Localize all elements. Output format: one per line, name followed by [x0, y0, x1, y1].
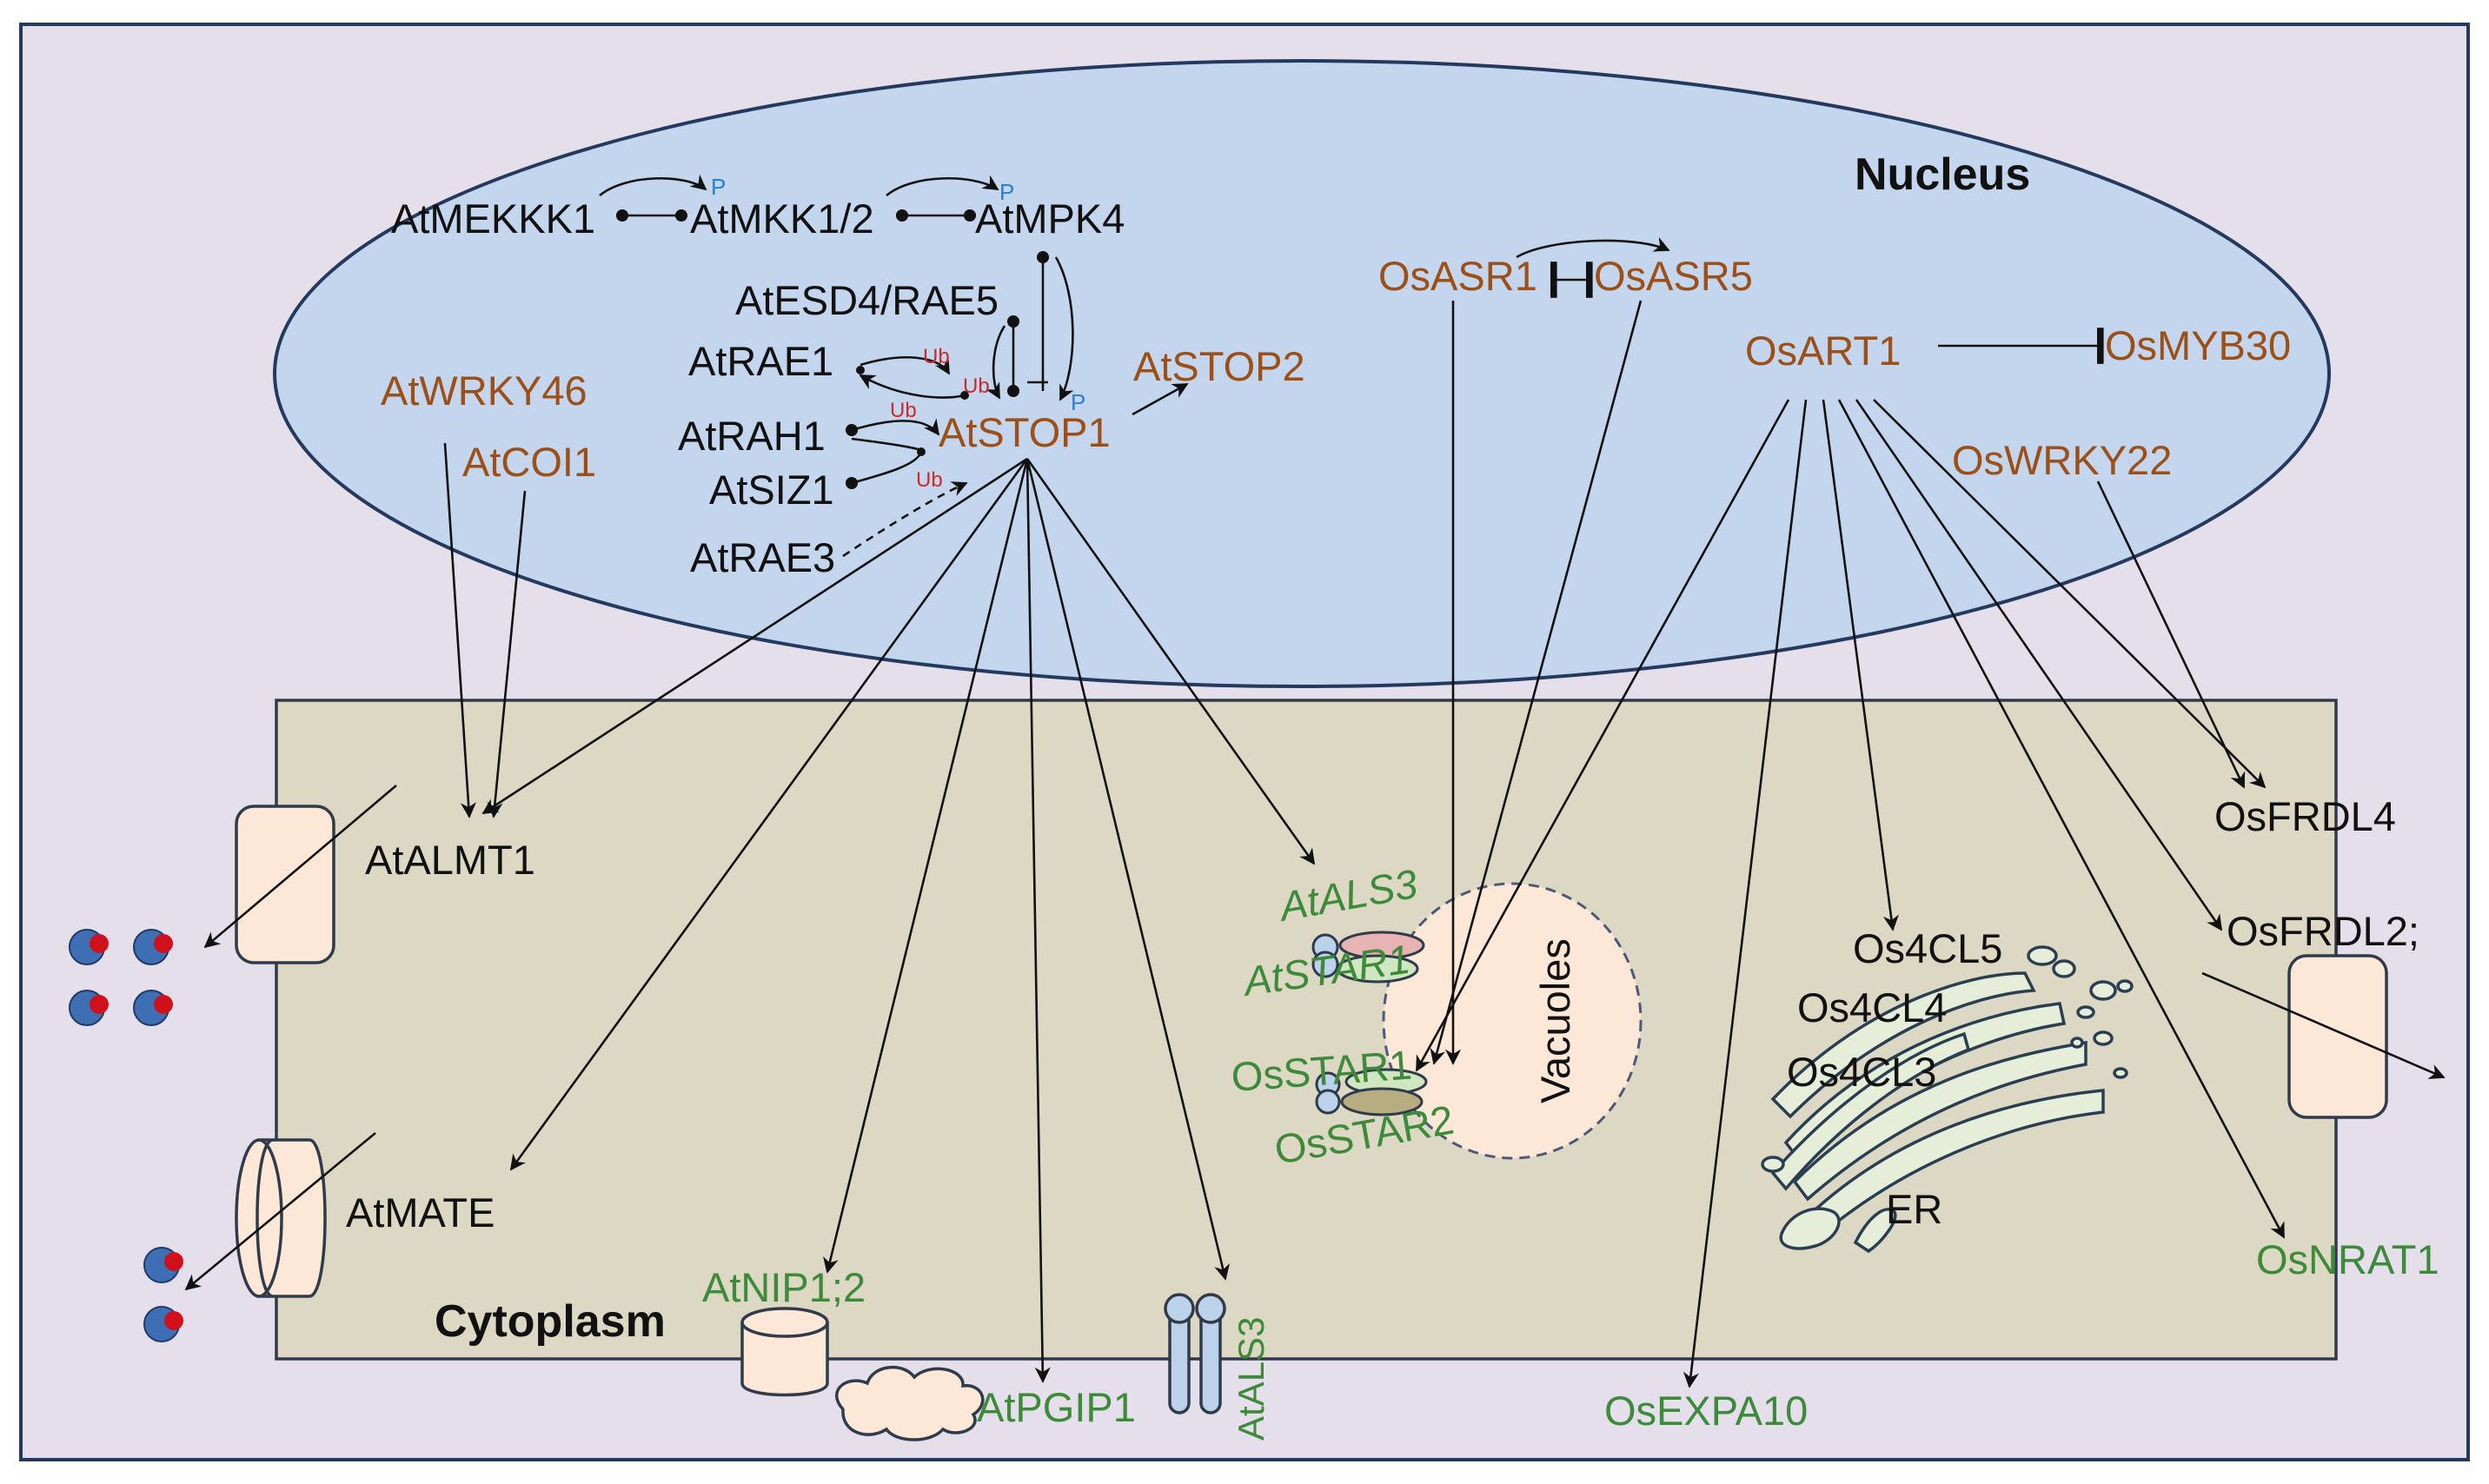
almt1-transporter: [235, 805, 335, 964]
pgip1-cloud: [835, 1365, 985, 1441]
gene-atnip12: AtNIP1;2: [702, 1264, 866, 1310]
gene-osasr1: OsASR1: [1378, 253, 1537, 299]
gene-osfrdl2: OsFRDL2;: [2227, 908, 2419, 954]
ub-mark-4: Ub: [916, 468, 943, 492]
cytoplasm-label: Cytoplasm: [435, 1296, 666, 1347]
ub-mark-3: Ub: [890, 399, 917, 422]
al-complexes: [69, 929, 183, 1342]
gene-atals3-pm: AtALS3: [1231, 1317, 1271, 1441]
gene-atmate: AtMATE: [346, 1189, 494, 1236]
osfrdl2-transporter: [2287, 954, 2388, 1119]
gene-atmpk4: AtMPK4: [975, 195, 1125, 242]
gene-atstop1: AtSTOP1: [939, 409, 1111, 455]
gene-atmekkk1: AtMEKKK1: [391, 195, 595, 242]
gene-oswrky22: OsWRKY22: [1952, 437, 2172, 483]
mate-transporter: [235, 1138, 327, 1298]
vacuole: [1382, 882, 1643, 1160]
gene-osart1: OsART1: [1745, 328, 1901, 374]
gene-os4cl3: Os4CL3: [1787, 1049, 1936, 1095]
als3-pm-transporter: [1164, 1293, 1226, 1414]
phospho-mark-3: P: [1071, 389, 1085, 415]
osstar-complex: [1315, 1068, 1428, 1116]
als3-star1-complex: [1311, 931, 1425, 984]
gene-atsiz1: AtSIZ1: [709, 467, 834, 513]
pathway-arrows: [184, 174, 2446, 1388]
vacuoles-label: Vacuoles: [1532, 938, 1578, 1103]
gene-atrae1: AtRAE1: [688, 338, 833, 384]
gene-atmkk12: AtMKK1/2: [690, 195, 874, 242]
ub-mark-1: Ub: [923, 345, 950, 368]
gene-os4cl4: Os4CL4: [1797, 984, 1947, 1030]
phospho-mark-1: P: [711, 174, 726, 200]
nucleus-region: [273, 59, 2331, 688]
gene-osasr5: OsASR5: [1594, 253, 1753, 299]
gene-atesd4-rae5: AtESD4/RAE5: [735, 277, 999, 323]
gene-os4cl5: Os4CL5: [1853, 925, 2002, 971]
gene-atalmt1: AtALMT1: [365, 837, 535, 883]
gene-osexpa10: OsEXPA10: [1604, 1388, 1808, 1434]
nucleus-label: Nucleus: [1855, 149, 2030, 200]
nip12-channel: [740, 1307, 829, 1397]
gene-osmyb30: OsMYB30: [2105, 322, 2291, 368]
gene-atcoi1: AtCOI1: [462, 439, 596, 485]
gene-atwrky46: AtWRKY46: [381, 368, 587, 414]
gene-atpgip1: AtPGIP1: [977, 1384, 1136, 1430]
phospho-mark-2: P: [999, 179, 1014, 205]
gene-osfrdl4: OsFRDL4: [2214, 793, 2396, 839]
ub-mark-2: Ub: [963, 374, 990, 398]
er-label: ER: [1886, 1186, 1942, 1232]
gene-atstop2: AtSTOP2: [1133, 343, 1305, 389]
gene-atrah1: AtRAH1: [678, 413, 826, 459]
gene-atrae3: AtRAE3: [690, 534, 835, 580]
gene-osnrat1: OsNRAT1: [2256, 1236, 2439, 1282]
er-structure: [1761, 945, 2134, 1254]
